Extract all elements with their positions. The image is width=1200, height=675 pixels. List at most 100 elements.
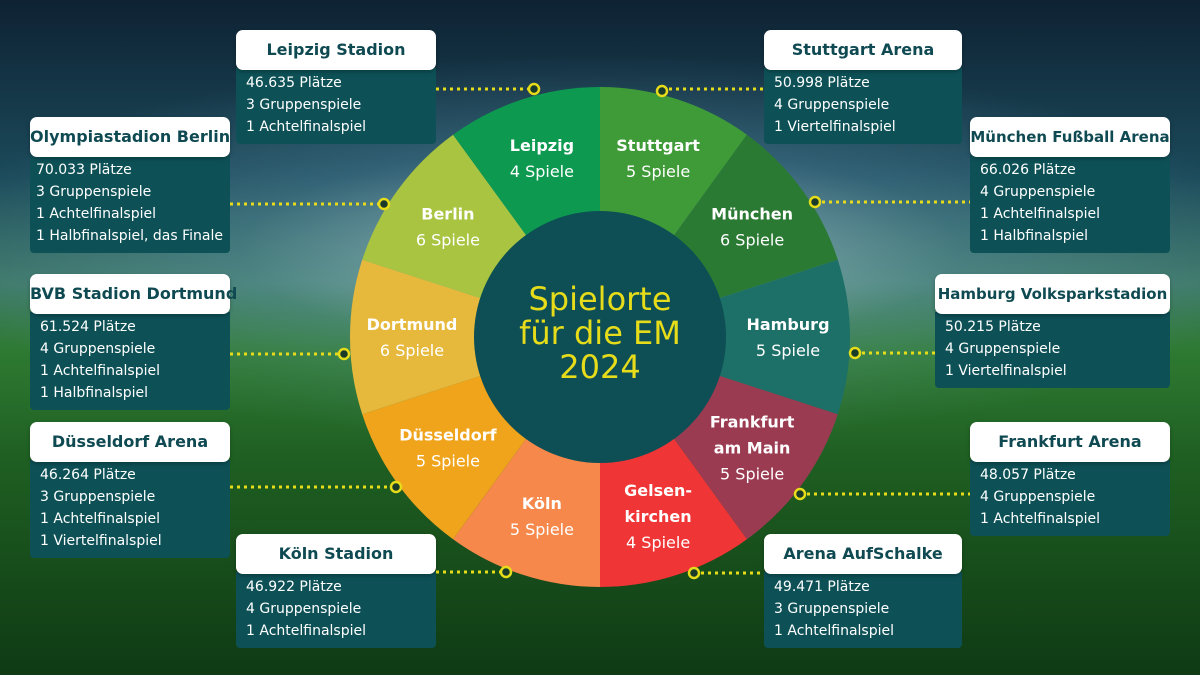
- card-title: Arena AufSchalke: [764, 534, 962, 574]
- card-title: Stuttgart Arena: [764, 30, 962, 70]
- card-line: 1 Halbfinalspiel: [40, 385, 148, 401]
- card-line: 3 Gruppenspiele: [36, 184, 152, 200]
- card-body: 66.026 Plätze 4 Gruppenspiele 1 Achtelfi…: [970, 155, 1170, 253]
- connector-dot-berlin: [377, 197, 391, 211]
- card-body: 49.471 Plätze 3 Gruppenspiele 1 Achtelfi…: [764, 572, 962, 648]
- segment-games: 5 Spiele: [626, 162, 690, 181]
- card-line: 1 Viertelfinalspiel: [40, 533, 162, 549]
- title-line-3: 2024: [559, 348, 641, 386]
- card-line: 49.471 Plätze: [774, 579, 870, 595]
- card-line: 1 Achtelfinalspiel: [774, 623, 894, 639]
- card-koeln: Köln Stadion 46.922 Plätze 4 Gruppenspie…: [236, 534, 436, 648]
- card-line: 4 Gruppenspiele: [980, 184, 1096, 200]
- segment-city: Stuttgart: [616, 136, 700, 155]
- segment-label-köln: Köln 5 Spiele: [510, 494, 574, 539]
- connector-dot-koeln: [499, 565, 513, 579]
- segment-city: Düsseldorf: [399, 426, 497, 445]
- card-line: 4 Gruppenspiele: [40, 341, 156, 357]
- card-muenchen: München Fußball Arena 66.026 Plätze 4 Gr…: [970, 117, 1170, 253]
- segment-label-dortmund: Dortmund 6 Spiele: [367, 315, 458, 360]
- segment-city: Dortmund: [367, 315, 458, 334]
- segment-games: 6 Spiele: [416, 231, 480, 250]
- card-body: 70.033 Plätze 3 Gruppenspiele 1 Achtelfi…: [30, 155, 230, 253]
- card-leipzig: Leipzig Stadion 46.635 Plätze 3 Gruppens…: [236, 30, 436, 144]
- card-body: 50.215 Plätze 4 Gruppenspiele 1 Viertelf…: [935, 312, 1170, 388]
- card-duesseldorf: Düsseldorf Arena 46.264 Plätze 3 Gruppen…: [30, 422, 230, 558]
- card-gelsenkirchen: Arena AufSchalke 49.471 Plätze 3 Gruppen…: [764, 534, 962, 648]
- card-line: 50.998 Plätze: [774, 75, 870, 91]
- segment-label-hamburg: Hamburg 5 Spiele: [746, 315, 829, 360]
- segment-label-leipzig: Leipzig 4 Spiele: [510, 136, 574, 181]
- connector-dot-gelsenkirchen: [687, 566, 701, 580]
- segment-city: Frankfurt: [710, 413, 795, 432]
- card-berlin: Olympiastadion Berlin 70.033 Plätze 3 Gr…: [30, 117, 230, 253]
- card-line: 4 Gruppenspiele: [246, 601, 362, 617]
- segment-city: am Main: [714, 439, 791, 458]
- card-stuttgart: Stuttgart Arena 50.998 Plätze 4 Gruppens…: [764, 30, 962, 144]
- card-line: 1 Achtelfinalspiel: [980, 511, 1100, 527]
- card-line: 48.057 Plätze: [980, 467, 1076, 483]
- card-line: 46.635 Plätze: [246, 75, 342, 91]
- card-title: Olympiastadion Berlin: [30, 117, 230, 157]
- connector-dot-muenchen: [808, 195, 822, 209]
- segment-label-stuttgart: Stuttgart 5 Spiele: [616, 136, 700, 181]
- segment-games: 6 Spiele: [380, 341, 444, 360]
- segment-city: kirchen: [625, 507, 692, 526]
- card-line: 1 Halbfinalspiel: [980, 228, 1088, 244]
- card-title: Hamburg Volksparkstadion: [935, 274, 1170, 314]
- connector-dot-dortmund: [337, 347, 351, 361]
- card-title: Düsseldorf Arena: [30, 422, 230, 462]
- connector-dots: [337, 82, 862, 580]
- card-frankfurt: Frankfurt Arena 48.057 Plätze 4 Gruppens…: [970, 422, 1170, 536]
- segment-label-frankfurt-am-main: Frankfurt am Main 5 Spiele: [710, 413, 795, 484]
- segment-city: München: [711, 205, 793, 224]
- title-line-1: Spielorte: [528, 280, 672, 318]
- connector-dot-hamburg: [848, 346, 862, 360]
- card-title: Frankfurt Arena: [970, 422, 1170, 462]
- card-line: 4 Gruppenspiele: [980, 489, 1096, 505]
- card-title: München Fußball Arena: [970, 117, 1170, 157]
- segment-games: 5 Spiele: [720, 465, 784, 484]
- card-line: 4 Gruppenspiele: [945, 341, 1061, 357]
- segment-games: 5 Spiele: [416, 452, 480, 471]
- card-title: Leipzig Stadion: [236, 30, 436, 70]
- card-line: 4 Gruppenspiele: [774, 97, 890, 113]
- connector-lines: [230, 87, 970, 575]
- segment-label-düsseldorf: Düsseldorf 5 Spiele: [399, 426, 497, 471]
- card-body: 50.998 Plätze 4 Gruppenspiele 1 Viertelf…: [764, 68, 962, 144]
- card-line: 50.215 Plätze: [945, 319, 1041, 335]
- card-line: 1 Achtelfinalspiel: [246, 623, 366, 639]
- card-line: 46.264 Plätze: [40, 467, 136, 483]
- segment-games: 5 Spiele: [756, 341, 820, 360]
- segment-games: 5 Spiele: [510, 520, 574, 539]
- card-line: 3 Gruppenspiele: [774, 601, 890, 617]
- center-circle: [474, 211, 726, 463]
- card-body: 46.635 Plätze 3 Gruppenspiele 1 Achtelfi…: [236, 68, 436, 144]
- card-line: 1 Achtelfinalspiel: [40, 511, 160, 527]
- card-title: BVB Stadion Dortmund: [30, 274, 237, 314]
- segment-city: Leipzig: [510, 136, 574, 155]
- card-line: 1 Halbfinalspiel, das Finale: [36, 228, 223, 244]
- card-body: 46.922 Plätze 4 Gruppenspiele 1 Achtelfi…: [236, 572, 436, 648]
- segment-city: Berlin: [421, 205, 474, 224]
- card-hamburg: Hamburg Volksparkstadion 50.215 Plätze 4…: [935, 274, 1170, 388]
- card-line: 70.033 Plätze: [36, 162, 132, 178]
- card-line: 1 Achtelfinalspiel: [246, 119, 366, 135]
- connector-dot-frankfurt: [793, 487, 807, 501]
- card-line: 1 Achtelfinalspiel: [980, 206, 1100, 222]
- segment-city: Köln: [522, 494, 562, 513]
- card-dortmund: BVB Stadion Dortmund 61.524 Plätze 4 Gru…: [30, 274, 237, 410]
- card-line: 3 Gruppenspiele: [246, 97, 362, 113]
- page-title: Spielorte für die EM 2024: [480, 282, 720, 384]
- card-line: 66.026 Plätze: [980, 162, 1076, 178]
- segment-city: Hamburg: [746, 315, 829, 334]
- card-body: 61.524 Plätze 4 Gruppenspiele 1 Achtelfi…: [30, 312, 230, 410]
- card-line: 1 Viertelfinalspiel: [945, 363, 1067, 379]
- title-line-2: für die EM: [519, 314, 681, 352]
- card-title: Köln Stadion: [236, 534, 436, 574]
- segment-games: 4 Spiele: [510, 162, 574, 181]
- segment-label-berlin: Berlin 6 Spiele: [416, 205, 480, 250]
